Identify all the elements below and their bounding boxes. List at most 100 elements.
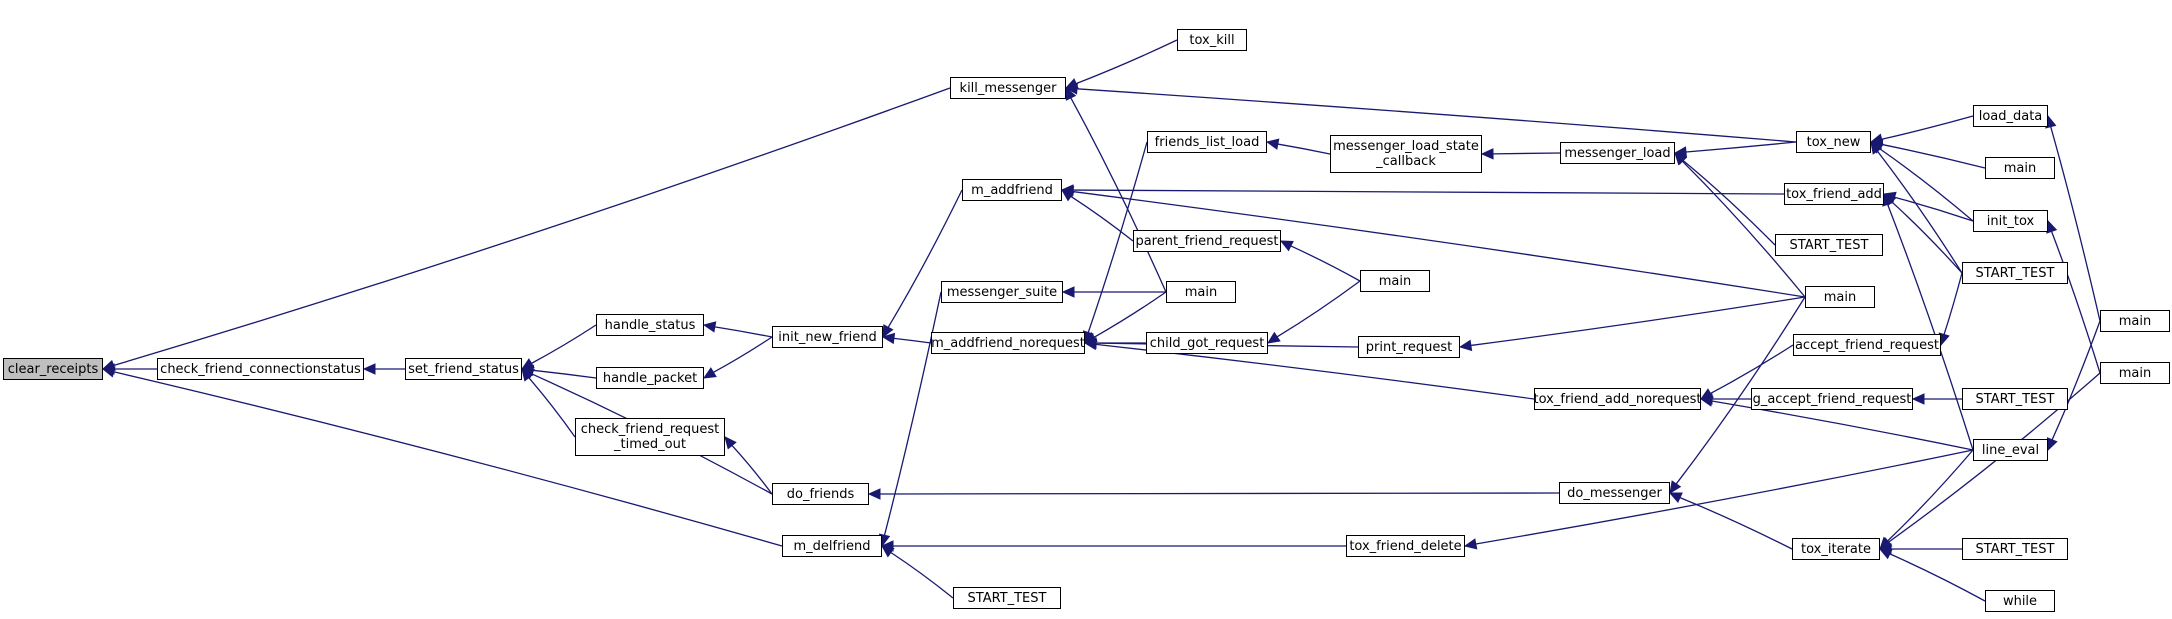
edge-tox-iterate-to-do-messenger [1679, 496, 1793, 550]
node-handle-packet[interactable]: handle_packet [596, 367, 704, 389]
node-tox-friend-delete[interactable]: tox_friend_delete [1346, 535, 1465, 557]
edge-main-2-to-child-got-request [1276, 280, 1361, 338]
arrowhead [1279, 240, 1294, 252]
node-tox-new[interactable]: tox_new [1796, 131, 1871, 153]
arrowhead [1668, 492, 1683, 504]
edge-tox-kill-to-kill-messenger [1075, 39, 1178, 85]
node-tox-friend-add-norequest[interactable]: tox_friend_add_norequest [1534, 388, 1701, 410]
arrowhead [1266, 331, 1281, 344]
node-check-friend-request-timed-out[interactable]: check_friend_request _timed_out [575, 418, 725, 456]
node-g-accept-friend-request[interactable]: g_accept_friend_request [1751, 388, 1913, 410]
arrowhead [1064, 83, 1078, 95]
arrowhead [520, 368, 535, 380]
node-tox-friend-add[interactable]: tox_friend_add [1784, 183, 1884, 205]
node-start-test-4[interactable]: START_TEST [1962, 388, 2068, 410]
node-main-2[interactable]: main [1360, 270, 1430, 292]
edge-m-addfriend-norequest-to-init-new-friend [893, 337, 932, 344]
edge-main-5-to-load-data [2050, 126, 2101, 322]
node-tox-kill[interactable]: tox_kill [1177, 29, 1247, 51]
edge-init-tox-to-tox-friend-add [1894, 196, 1974, 222]
node-m-delfriend[interactable]: m_delfriend [782, 535, 882, 557]
arrowhead [702, 367, 717, 379]
edge-main-6-to-tox-iterate [1888, 372, 2101, 543]
node-load-data[interactable]: load_data [1973, 105, 2048, 127]
node-handle-status[interactable]: handle_status [596, 314, 704, 336]
edge-handle-status-to-set-friend-status [531, 324, 597, 364]
arrowhead [1061, 286, 1075, 298]
node-messenger-load[interactable]: messenger_load [1560, 142, 1675, 164]
edge-messenger-suite-to-m-delfriend [883, 291, 942, 536]
edge-line-eval-to-tox-iterate [1887, 449, 1974, 542]
arrowhead [1060, 185, 1075, 198]
node-start-test-2[interactable]: START_TEST [1775, 234, 1883, 256]
arrowhead [1674, 152, 1687, 166]
node-m-addfriend-norequest[interactable]: m_addfriend_norequest [931, 332, 1085, 354]
arrowhead [1699, 395, 1714, 407]
edge-tox-new-to-kill-messenger [1076, 88, 1797, 143]
node-child-got-request[interactable]: child_got_request [1146, 332, 1268, 354]
arrowhead [101, 366, 116, 378]
node-messenger-suite[interactable]: messenger_suite [941, 281, 1063, 303]
edge-tox-friend-add-to-m-addfriend [1072, 189, 1785, 195]
node-friends-list-load[interactable]: friends_list_load [1147, 131, 1267, 153]
edge-init-new-friend-to-handle-packet [713, 336, 773, 373]
arrowhead [882, 324, 894, 339]
edge-do-messenger-to-do-friends [879, 492, 1560, 495]
node-print-request[interactable]: print_request [1358, 336, 1460, 358]
edge-start-test-3-to-tox-new [1876, 150, 1963, 274]
node-init-new-friend[interactable]: init_new_friend [772, 326, 883, 348]
arrowhead [702, 321, 717, 333]
arrowhead [1065, 86, 1077, 101]
node-kill-messenger[interactable]: kill_messenger [950, 77, 1066, 99]
edge-messenger-load-state-callback-to-friends-list-load [1277, 143, 1331, 155]
node-start-test-5[interactable]: START_TEST [1962, 538, 2068, 560]
edge-start-test-3-to-accept-friend-request [1943, 272, 1963, 335]
edge-main-5-to-line-eval [2051, 320, 2101, 441]
arrowhead [1870, 141, 1883, 155]
node-tox-iterate[interactable]: tox_iterate [1792, 538, 1880, 560]
edge-main-3-to-do-messenger [1675, 296, 1806, 485]
arrowhead [1911, 393, 1925, 405]
node-start-test-3[interactable]: START_TEST [1962, 262, 2068, 284]
edge-main-6-to-init-tox [2050, 231, 2101, 374]
node-main-5[interactable]: main [2100, 310, 2170, 332]
arrowhead [724, 436, 737, 450]
edge-main-1-to-m-addfriend-norequest [1093, 291, 1167, 338]
node-while[interactable]: while [1985, 590, 2055, 612]
node-main-6[interactable]: main [2100, 362, 2170, 384]
arrowhead [1669, 480, 1682, 494]
arrowhead [1463, 538, 1478, 550]
edge-load-data-to-tox-new [1881, 115, 1974, 140]
edge-while-to-tox-iterate [1889, 553, 1986, 602]
edge-init-tox-to-tox-new [1879, 148, 1974, 222]
node-line-eval[interactable]: line_eval [1973, 439, 2048, 461]
edge-init-new-friend-to-handle-status [714, 326, 773, 338]
node-check-friend-connectionstatus[interactable]: check_friend_connectionstatus [157, 358, 364, 380]
node-m-addfriend[interactable]: m_addfriend [962, 179, 1062, 201]
node-clear-receipts[interactable]: clear_receipts [3, 358, 103, 380]
edge-handle-packet-to-set-friend-status [532, 369, 597, 379]
edge-parent-friend-request-to-m-addfriend [1070, 195, 1134, 242]
node-do-friends[interactable]: do_friends [772, 483, 869, 505]
arrowhead [362, 363, 376, 375]
node-messenger-load-state-callback[interactable]: messenger_load_state _callback [1330, 135, 1482, 173]
edge-kill-messenger-to-clear-receipts [113, 87, 951, 367]
edge-tox-new-to-messenger-load [1685, 141, 1797, 153]
node-start-test-1[interactable]: START_TEST [953, 587, 1061, 609]
node-main-1[interactable]: main [1166, 281, 1236, 303]
node-accept-friend-request[interactable]: accept_friend_request [1793, 334, 1941, 356]
node-main-4[interactable]: main [1985, 157, 2055, 179]
edge-line-eval-to-tox-friend-add-norequest [1711, 400, 1974, 451]
arrowhead [881, 332, 896, 345]
node-do-messenger[interactable]: do_messenger [1559, 482, 1670, 504]
node-parent-friend-request[interactable]: parent_friend_request [1133, 230, 1281, 252]
edge-m-addfriend-to-init-new-friend [887, 189, 963, 328]
node-main-3[interactable]: main [1805, 286, 1875, 308]
node-set-friend-status[interactable]: set_friend_status [405, 358, 522, 380]
arrowhead [880, 540, 894, 552]
edge-friends-list-load-to-m-addfriend-norequest [1087, 141, 1148, 333]
arrowhead [1458, 339, 1473, 352]
node-init-tox[interactable]: init_tox [1973, 210, 2048, 232]
edge-main-3-to-messenger-load [1681, 160, 1806, 298]
